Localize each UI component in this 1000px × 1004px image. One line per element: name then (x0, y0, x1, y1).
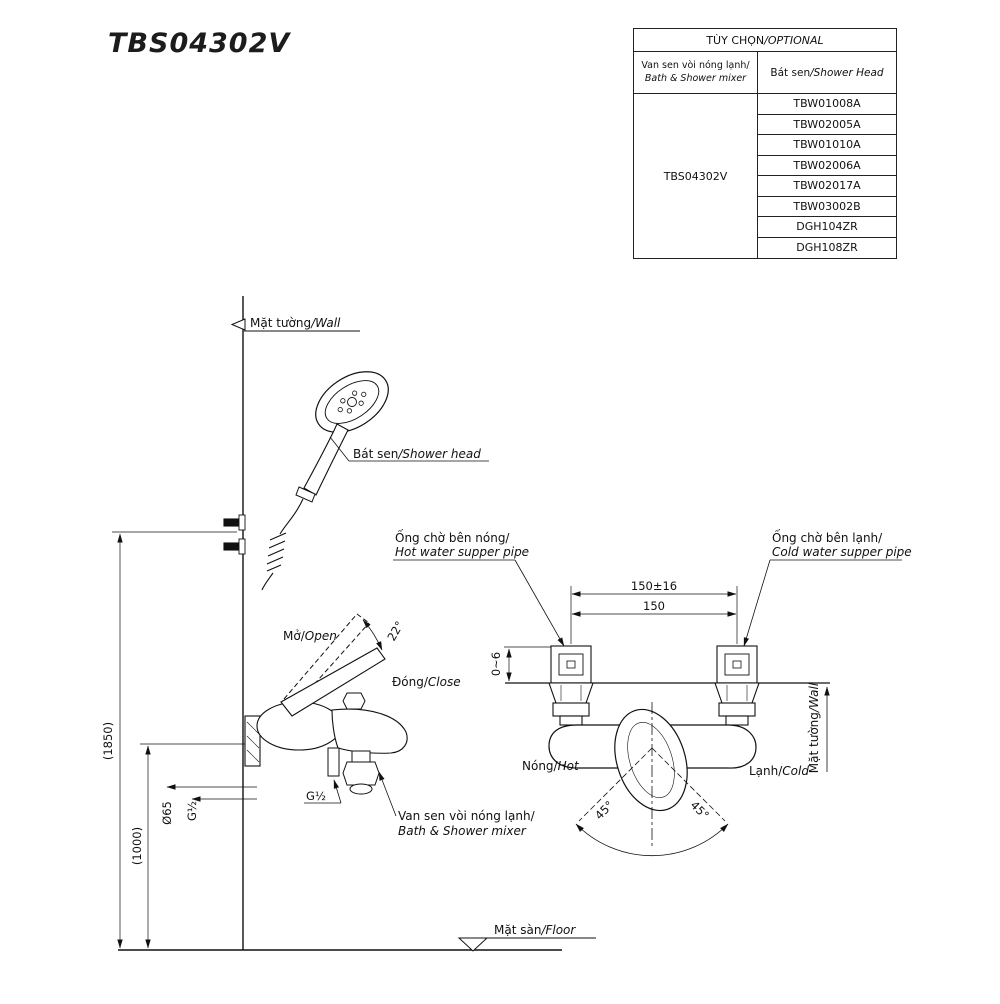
cold-supply-stub (716, 645, 758, 684)
svg-text:45°: 45° (688, 798, 712, 822)
svg-text:45°: 45° (592, 798, 616, 822)
shower-hose (261, 498, 304, 591)
table-title-vi: TÙY CHỌN (706, 33, 765, 47)
wall-label: Mặt tường/Wall (230, 316, 360, 332)
svg-text:150±16: 150±16 (631, 579, 677, 593)
svg-text:G½: G½ (306, 789, 326, 803)
mixer-spout (331, 708, 408, 754)
svg-text:Mặt tường/Wall: Mặt tường/Wall (250, 316, 341, 330)
angle-22-label: 22° (384, 619, 406, 644)
shower-head-code-cell: TBW02005A (758, 115, 896, 135)
svg-text:0~6: 0~6 (489, 652, 503, 676)
svg-text:Cold water supper pipe: Cold water supper pipe (772, 545, 912, 559)
hot-adapter (548, 682, 594, 726)
dimension-dia65-g12: Ø65 G½ (160, 784, 257, 825)
product-code-title: TBS04302V (108, 28, 291, 59)
diverter-hex (342, 692, 366, 710)
lever-rotation-arc (362, 619, 383, 651)
wall-supply-stubs (223, 514, 246, 555)
hot-supply-stub (550, 645, 592, 684)
dimension-1000: (1000) (130, 743, 252, 949)
hose-connector (295, 486, 316, 503)
dimension-0-6: 0~6 (489, 646, 551, 682)
column-header-mixer: Van sen vòi nóng lạnh/ Bath & Shower mix… (634, 52, 758, 94)
svg-text:Bath & Shower mixer: Bath & Shower mixer (398, 824, 527, 838)
front-view: Ống chờ bên nóng/ Hot water supper pipe … (393, 529, 912, 857)
svg-text:G½: G½ (185, 801, 199, 821)
shower-head-code-cell: DGH104ZR (758, 217, 896, 238)
mixer-handle-front (614, 708, 688, 812)
outlet-hex-nut (342, 761, 380, 786)
shower-head-label: Bát sen/Shower head (329, 436, 489, 462)
mixer-callout: Van sen vòi nóng lạnh/ Bath & Shower mix… (378, 771, 536, 838)
floor-label: Mặt sàn/Floor (457, 923, 596, 952)
g12-outlet-label: G½ (304, 779, 342, 804)
hot-pipe-callout: Ống chờ bên nóng/ Hot water supper pipe (393, 529, 565, 647)
column-header-mixer-vi: Van sen vòi nóng lạnh/ (641, 60, 750, 72)
table-title-en: /OPTIONAL (764, 33, 824, 47)
shower-head-code-cell: TBW01008A (758, 94, 896, 115)
column-header-shower-head: Bát sen/Shower Head (758, 52, 896, 94)
dimension-150: 150±16 150 (570, 579, 738, 644)
open-label: Mở/Open (283, 629, 337, 643)
svg-text:Ống chờ bên lạnh/: Ống chờ bên lạnh/ (772, 529, 883, 545)
shower-head-code-cell: TBW03002B (758, 197, 896, 217)
shower-head-code-cell: DGH108ZR (796, 241, 858, 255)
column-header-shower-vi: Bát sen (770, 66, 811, 79)
svg-text:Van sen vòi nóng lạnh/: Van sen vòi nóng lạnh/ (398, 809, 536, 823)
svg-text:(1850): (1850) (101, 722, 115, 760)
svg-text:Mặt sàn/Floor: Mặt sàn/Floor (494, 923, 576, 937)
shower-head-code-cell: TBW01010A (758, 135, 896, 156)
dimension-1850: (1850) (101, 531, 237, 949)
column-header-shower-en: /Shower Head (810, 66, 884, 79)
shower-head (295, 371, 389, 503)
cold-adapter (714, 682, 760, 726)
column-header-mixer-en: Bath & Shower mixer (644, 72, 747, 84)
shower-head-code-cell: TBW02006A (758, 156, 896, 176)
optional-parts-table: TÙY CHỌN/OPTIONAL Van sen vòi nóng lạnh/… (633, 28, 897, 259)
svg-text:Mặt tường/Wall: Mặt tường/Wall (807, 682, 821, 773)
table-title: TÙY CHỌN/OPTIONAL (634, 29, 896, 52)
bottom-pipe (327, 747, 340, 777)
shower-head-code-cell: TBW02017A (758, 176, 896, 197)
lever-closed-position (280, 647, 386, 717)
svg-text:Bát sen/Shower head: Bát sen/Shower head (353, 447, 481, 461)
mixer-side-view (244, 613, 408, 795)
hot-label: Nóng/Hot (522, 759, 580, 773)
cold-label: Lạnh/Cold (749, 764, 809, 778)
front-wall-label: Mặt tường/Wall (807, 682, 830, 773)
cold-pipe-callout: Ống chờ bên lạnh/ Cold water supper pipe (743, 529, 912, 647)
wall-flange (244, 715, 261, 767)
wall-arrow-icon (230, 318, 246, 331)
close-label: Đóng/Close (392, 675, 461, 689)
svg-text:Hot water supper pipe: Hot water supper pipe (395, 545, 529, 559)
svg-text:(1000): (1000) (130, 827, 144, 865)
mixer-code-cell: TBS04302V (634, 94, 758, 258)
svg-text:150: 150 (643, 599, 665, 613)
floor-marker-icon (457, 937, 489, 952)
side-view: Mặt tường/Wall (101, 296, 596, 952)
svg-text:Ống chờ bên nóng/: Ống chờ bên nóng/ (395, 529, 510, 545)
svg-text:Ø65: Ø65 (160, 801, 174, 825)
shower-handle (303, 423, 349, 496)
